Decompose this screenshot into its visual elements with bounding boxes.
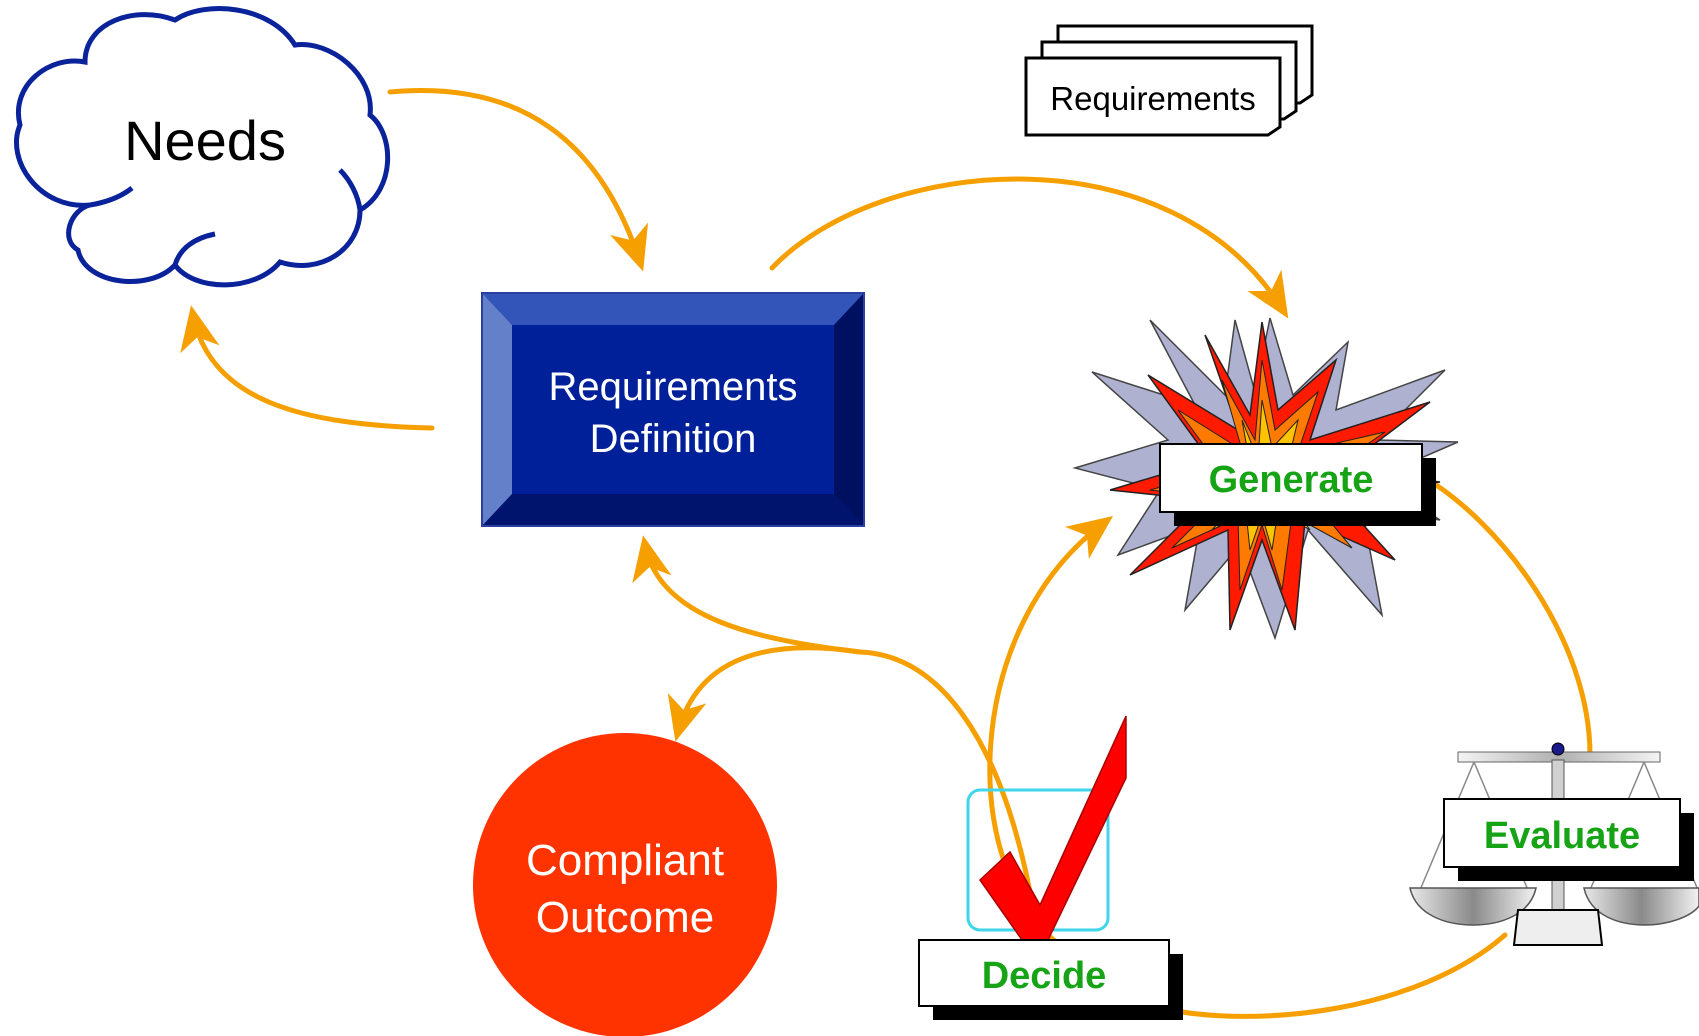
- cloud-icon: [14, 6, 391, 288]
- needs-label: Needs: [124, 109, 286, 172]
- svg-text:Definition: Definition: [590, 417, 757, 461]
- arrow-needs-to-definition: [387, 88, 649, 272]
- svg-text:Requirements: Requirements: [548, 365, 797, 409]
- requirements-doc-label: Requirements: [1050, 80, 1255, 117]
- arrow-definition-to-needs: [180, 305, 435, 431]
- svg-text:Outcome: Outcome: [536, 893, 715, 942]
- svg-text:Compliant: Compliant: [526, 836, 724, 885]
- arrow-definition-to-generate: [769, 176, 1289, 319]
- outcome-label-line1: Compliant: [526, 836, 724, 885]
- checkmark-icon: [979, 715, 1127, 941]
- document-stack-icon: [1024, 24, 1314, 137]
- requirements-definition-node: Requirements Definition: [481, 292, 865, 527]
- requirements-document-stack: Requirements: [1024, 24, 1314, 137]
- evaluate-node: Evaluate: [1409, 742, 1699, 946]
- definition-label-line1: Requirements: [548, 365, 797, 409]
- loop-evaluate-to-decide: [1157, 932, 1508, 1019]
- generate-label: Generate: [1209, 459, 1374, 501]
- needs-node: Needs: [14, 6, 391, 288]
- evaluate-label: Evaluate: [1484, 815, 1640, 857]
- decide-node: Decide: [918, 715, 1183, 1020]
- decide-label: Decide: [982, 955, 1107, 997]
- loop-generate-to-evaluate: [1417, 472, 1593, 758]
- arrow-decide-to-outcome: [667, 645, 863, 742]
- generate-node: Generate: [1072, 317, 1459, 641]
- definition-label-line2: Definition: [590, 417, 757, 461]
- compliant-outcome-node: Compliant Outcome: [473, 733, 777, 1036]
- outcome-label-line2: Outcome: [536, 893, 715, 942]
